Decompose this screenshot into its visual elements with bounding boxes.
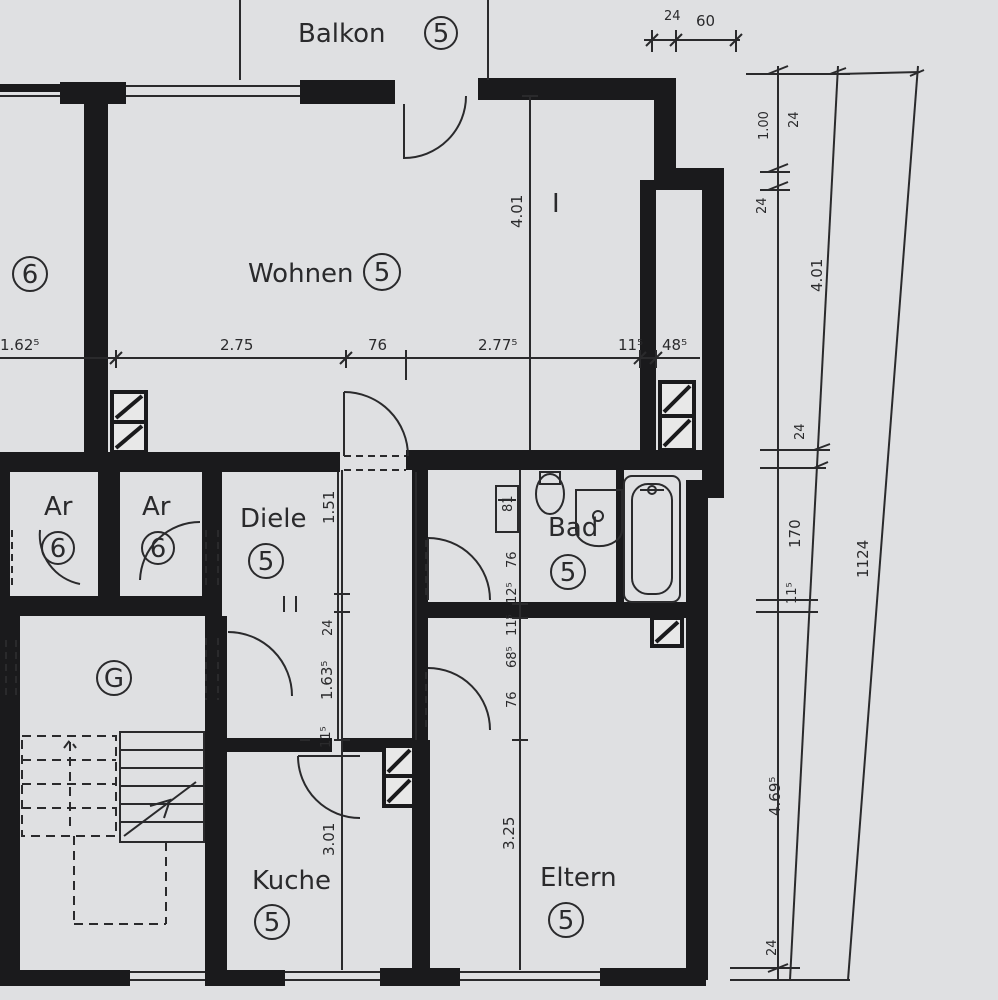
bad-label: Bad xyxy=(548,513,598,543)
ar1-label: Ar xyxy=(44,492,73,522)
dim-top-24: 24 xyxy=(664,9,681,24)
wohnen-label: Wohnen xyxy=(248,259,354,289)
dim-r-24b: 24 xyxy=(755,197,770,214)
hall-lines xyxy=(337,472,417,740)
windows xyxy=(0,85,600,981)
wohnen-number: 5 xyxy=(374,258,391,288)
dim-v-1635: 1.63⁵ xyxy=(318,661,336,700)
dim-r-100: 1.00 xyxy=(757,111,772,140)
dim-v-76b: 76 xyxy=(505,691,520,708)
ar2-label: Ar xyxy=(142,492,171,522)
staircase xyxy=(119,731,205,843)
ar1-circle xyxy=(41,531,75,565)
dim-v-401: 4.01 xyxy=(508,195,526,228)
bad-circle xyxy=(550,554,586,590)
dim-r-24c: 24 xyxy=(793,423,808,440)
text-cursor-glyph: I xyxy=(552,189,560,219)
dim-r-1124: 1124 xyxy=(854,540,872,578)
bath-fixtures xyxy=(495,471,681,603)
dim-r-401: 4.01 xyxy=(808,259,826,292)
dim-v-115: 11⁵ xyxy=(319,726,334,748)
eltern-circle xyxy=(548,902,584,938)
dim-76: 76 xyxy=(368,336,387,354)
dim-v-325: 3.25 xyxy=(500,817,518,850)
balkon-circle xyxy=(424,16,458,50)
dim-v-685: 68⁵ xyxy=(505,646,520,668)
dim-275: 2.75 xyxy=(220,336,253,354)
dim-v-24: 24 xyxy=(321,619,336,636)
dim-v-125: 12⁵ xyxy=(505,582,520,604)
balkon-number: 5 xyxy=(433,19,450,49)
dimension-lines xyxy=(0,30,925,981)
dim-r-115: 11⁵ xyxy=(785,582,800,604)
eltern-number: 5 xyxy=(558,906,575,936)
staircase-dashed xyxy=(21,735,167,925)
shafts xyxy=(110,380,696,808)
doors xyxy=(38,95,491,819)
balkon-label: Balkon xyxy=(298,19,386,49)
walls xyxy=(0,78,724,986)
dim-162: 1.62⁵ xyxy=(0,336,39,354)
dim-r-24a: 24 xyxy=(787,111,802,128)
dim-2775: 2.77⁵ xyxy=(478,336,517,354)
stair-circle xyxy=(96,660,132,696)
diele-label: Diele xyxy=(240,504,306,534)
left-room-circle xyxy=(12,256,48,292)
ar2-circle xyxy=(141,531,175,565)
dimension-labels: 24 60 1.62⁵ 2.75 76 2.77⁵ 11⁵ 48⁵ 4.01 1… xyxy=(0,9,872,956)
stair-letter: G xyxy=(104,664,124,694)
dim-115a: 11⁵ xyxy=(618,336,643,354)
room-labels: Balkon 5 Wohnen 5 6 Ar 6 Ar 6 Diele 5 Ba… xyxy=(12,16,617,940)
dim-r-24d: 24 xyxy=(765,939,780,956)
dim-485: 48⁵ xyxy=(662,336,687,354)
kuche-label: Kuche xyxy=(252,866,331,896)
dim-r-4695: 4.69⁵ xyxy=(766,777,784,816)
diele-circle xyxy=(248,543,284,579)
dim-v-115b: 11⁵ xyxy=(505,614,520,636)
wohnen-circle xyxy=(363,253,401,291)
dim-v-76a: 76 xyxy=(505,551,520,568)
bad-number: 5 xyxy=(560,558,577,588)
kuche-circle xyxy=(254,904,290,940)
kuche-number: 5 xyxy=(264,908,281,938)
dim-v-301: 3.01 xyxy=(320,823,338,856)
diele-number: 5 xyxy=(258,547,275,577)
dim-r-170: 170 xyxy=(786,519,804,548)
dim-v-151: 1.51 xyxy=(320,491,338,524)
eltern-label: Eltern xyxy=(540,863,617,893)
balcony-outline xyxy=(239,0,489,80)
left-room-number: 6 xyxy=(22,260,39,290)
dim-v-81: 81 xyxy=(501,495,516,512)
dim-top-60: 60 xyxy=(696,12,715,30)
ar1-number: 6 xyxy=(50,534,67,564)
ar2-number: 6 xyxy=(150,534,167,564)
